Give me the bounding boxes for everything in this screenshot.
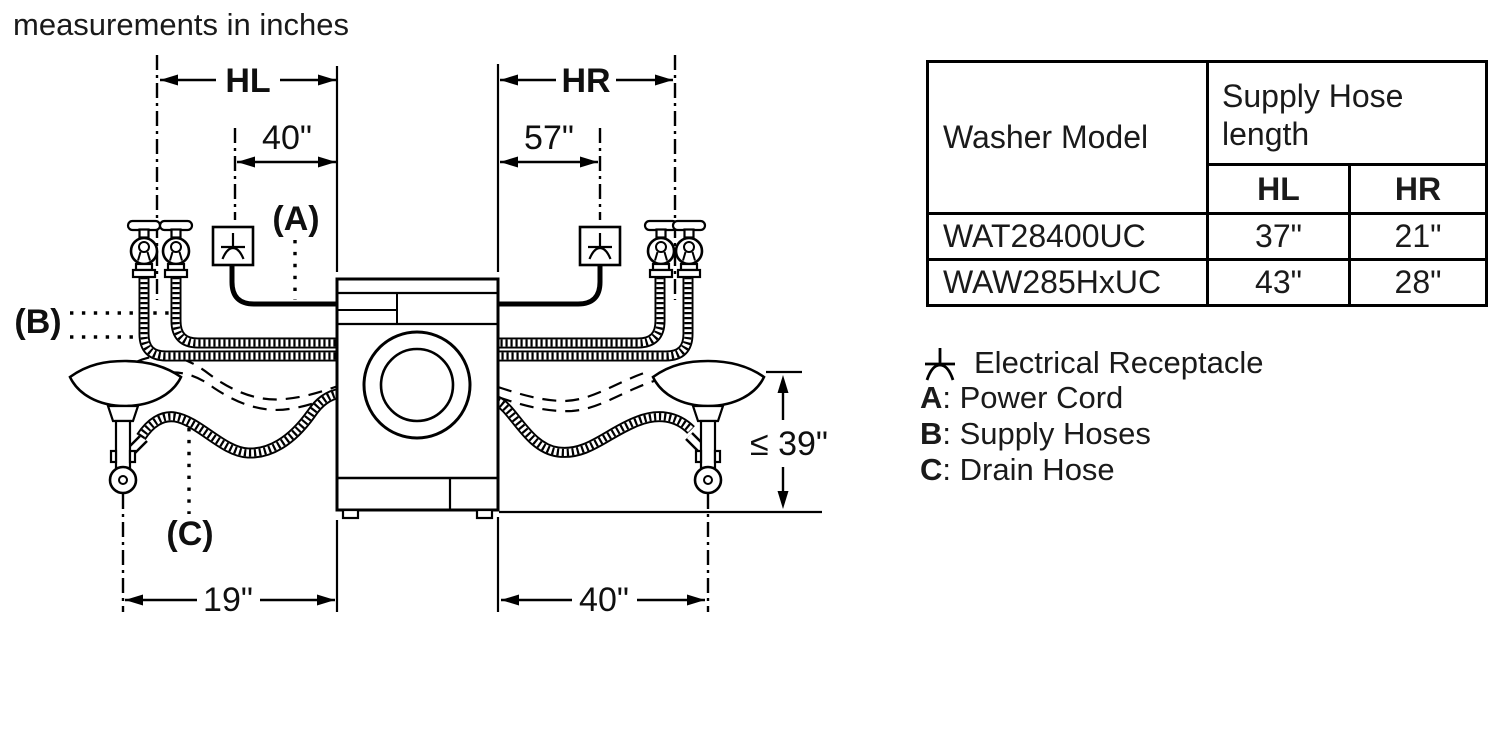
drain-hose-left: [124, 393, 341, 454]
page-title: measurements in inches: [13, 7, 349, 42]
table-header-hl: HL: [1257, 170, 1300, 207]
label-drain-hose: (C): [166, 515, 213, 553]
dim-39-label: ≤ 39": [750, 425, 828, 463]
drain-collar: [691, 404, 725, 423]
label-power-cord: (A): [272, 200, 319, 238]
table-header-hr: HR: [1394, 170, 1442, 207]
washer-foot: [341, 508, 360, 520]
dim-40-bottom-label: 40": [579, 581, 629, 619]
electrical-receptacle-icon: [925, 347, 955, 381]
faucet-right-2: [671, 219, 707, 279]
sink-right: [651, 359, 766, 495]
dim-hl-label: HL: [225, 62, 270, 100]
dim-40-top-label: 40": [262, 119, 312, 157]
dimension-57: 57": [500, 119, 598, 168]
extension-lines: [335, 64, 822, 612]
dashed-drain-route-right: [497, 369, 658, 413]
legend-text: : Supply Hoses: [942, 415, 1151, 451]
sink-left: [68, 359, 183, 495]
table-row-hl-value: 37": [1255, 218, 1302, 254]
legend-key: C: [920, 451, 943, 487]
legend-receptacle-row: Electrical Receptacle: [920, 345, 1263, 381]
power-cord-right: [494, 264, 603, 307]
dim-19-label: 19": [203, 581, 253, 619]
faucet-left-2: [158, 219, 194, 279]
label-leaders: [70, 240, 297, 514]
washer-installation-diagram: HL HR 40" 57" 19": [14, 55, 828, 619]
supply-hose-table: Washer Model Supply Hose length HL HR WA…: [926, 60, 1488, 307]
legend-item-supply-hoses: B: Supply Hoses: [920, 416, 1263, 452]
supply-hoses-left: [144, 277, 341, 356]
faucet-left-1: [126, 219, 162, 279]
legend-key: A: [920, 380, 943, 416]
drain-pipe: [114, 419, 132, 470]
legend: Electrical Receptacle A: Power Cord B: S…: [920, 345, 1263, 487]
dimension-hr: HR: [500, 62, 673, 100]
power-cord-left: [229, 264, 341, 307]
washer: [335, 277, 500, 520]
dimension-19: 19": [125, 581, 335, 619]
receptacle-right: [578, 225, 622, 267]
legend-key: B: [920, 415, 943, 451]
dimension-40-bottom: 40": [501, 581, 705, 619]
washer-door: [362, 330, 472, 440]
dimension-39: ≤ 39": [750, 375, 828, 509]
legend-item-drain-hose: C: Drain Hose: [920, 452, 1263, 488]
label-supply-hoses: (B): [14, 303, 61, 341]
drain-collar: [106, 404, 140, 423]
receptacle-left: [211, 225, 255, 267]
drain-hose-right: [497, 401, 710, 453]
p-trap: [108, 465, 138, 495]
dim-hr-label: HR: [561, 62, 610, 100]
table-row-hl-value: 43": [1255, 264, 1302, 300]
washer-foot: [475, 508, 494, 520]
dimension-hl: HL: [160, 62, 336, 100]
table-header-washer-model: Washer Model: [943, 119, 1149, 155]
legend-item-power-cord: A: Power Cord: [920, 380, 1263, 417]
sink-bowl: [68, 359, 183, 408]
p-trap: [693, 465, 723, 495]
legend-receptacle-label: Electrical Receptacle: [974, 344, 1264, 380]
legend-text: : Power Cord: [942, 380, 1124, 416]
dim-57-label: 57": [524, 119, 574, 157]
legend-text: : Drain Hose: [942, 451, 1115, 487]
supply-hoses-right: [494, 277, 688, 356]
faucet-right-1: [643, 219, 679, 279]
table-row-hr-value: 21": [1394, 218, 1442, 254]
table-header-supply-hose-length: Supply Hose length: [1222, 78, 1404, 152]
dimension-40-top: 40": [237, 119, 336, 168]
table-row-model: WAW285HxUC: [943, 264, 1162, 300]
sink-bowl: [651, 359, 766, 408]
centerlines: [121, 55, 710, 612]
drain-pipe: [699, 419, 717, 470]
table-row-model: WAT28400UC: [943, 218, 1146, 254]
table-row-hr-value: 28": [1394, 264, 1442, 300]
